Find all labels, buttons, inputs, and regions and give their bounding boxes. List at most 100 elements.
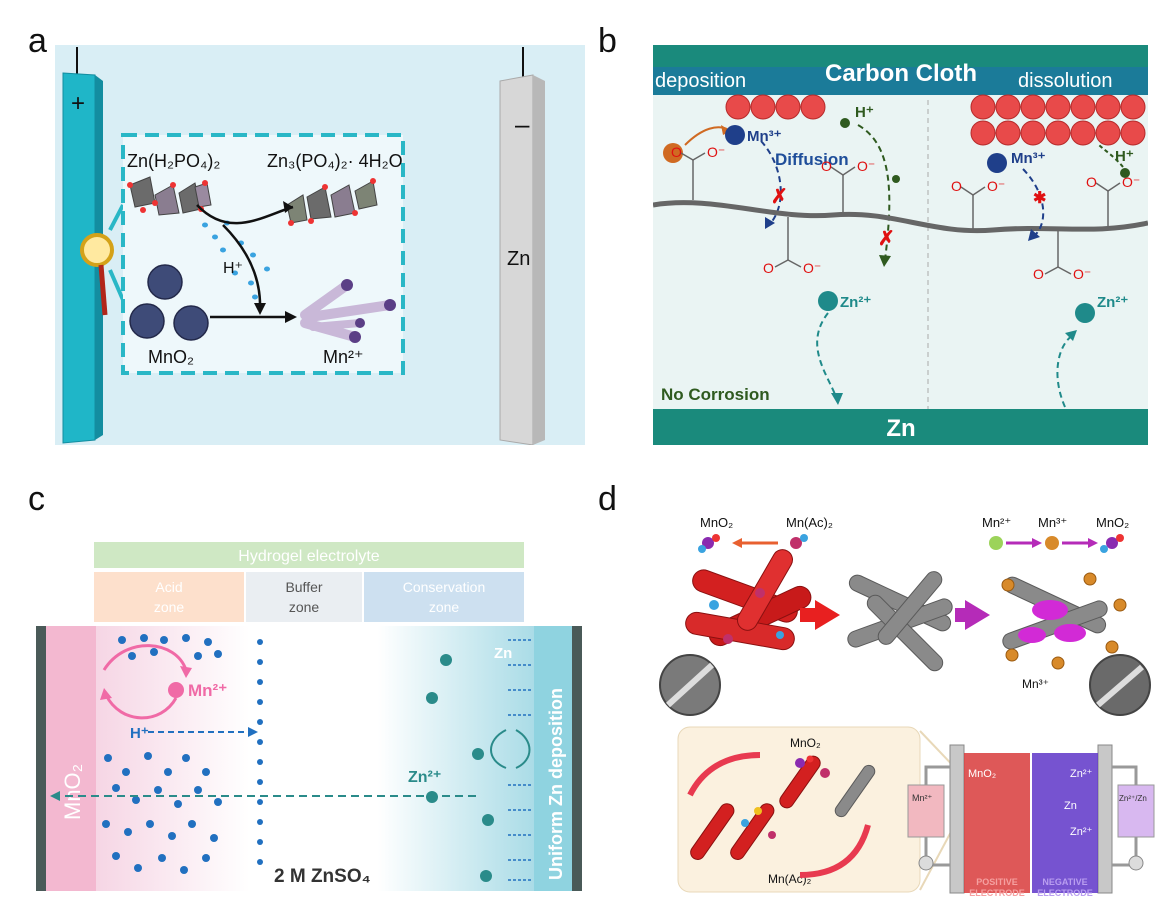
mn3-label-left: Mn³⁺ (747, 128, 782, 145)
conservation-zone-label-2: zone (429, 599, 460, 615)
proton-path-left (857, 124, 891, 261)
mn3-label-right: Mn³⁺ (1011, 150, 1046, 167)
deposition-label: deposition (655, 70, 746, 92)
mn2-ion-streaks (300, 279, 396, 343)
buffer-zone-label-1: Buffer (285, 579, 322, 595)
svg-text:O: O (951, 178, 962, 194)
phosphate-chain-right (286, 178, 378, 226)
zn-bottom-label: Zn (886, 415, 915, 442)
inset-curve-arrow-left (687, 752, 761, 797)
mn2-label: Mn²⁺ (188, 681, 227, 700)
buffer-zone-label-2: zone (289, 599, 320, 615)
diffusion-arrowhead-right (1028, 229, 1040, 241)
carbon-cloth-bar-inner (653, 67, 1148, 95)
zn3po4-label: Zn₃(PO₄)₂· 4H₂O (267, 151, 403, 171)
panel-d-schematic: MnO₂ Mn(Ac)₂ Mn²⁺ Mn³⁺ MnO₂ (650, 505, 1160, 900)
mn3-dot (1045, 536, 1059, 550)
zn-electrode-label: Zn (507, 248, 530, 270)
diffusion-arrowhead-left (765, 217, 775, 229)
zn-h2po4-label: Zn(H₂PO₄)₂ (127, 151, 220, 171)
conservation-zone-label-1: Conservation (403, 579, 486, 595)
svg-text:O⁻: O⁻ (857, 158, 875, 174)
proton-arrow (222, 224, 262, 311)
acid-zone-header (94, 572, 244, 622)
svg-text:O⁻: O⁻ (987, 178, 1005, 194)
block-mark-left: ✗ (771, 186, 788, 208)
mn3-right-label: Mn³⁺ (1038, 515, 1067, 530)
inset-curve-arrow-right (799, 824, 871, 878)
minus-sign: – (515, 109, 530, 139)
zn-migration-arrowhead (50, 791, 60, 801)
inset-red-rods (690, 755, 821, 860)
proton-sphere-left (840, 118, 850, 128)
sem-fiber-right (1096, 664, 1144, 708)
panel-a-schematic: + – Zn Zn(H₂PO₄)₂ Zn₃(PO₄)₂· 4H₂O (55, 45, 585, 445)
gray-fiber-bundle (847, 571, 953, 672)
mn3-below-label: Mn³⁺ (1022, 677, 1049, 691)
svg-text:O⁻: O⁻ (1122, 174, 1140, 190)
dissolution-label: dissolution (1018, 70, 1113, 92)
panel-a-letter: a (28, 22, 47, 60)
zn-arrowhead-right (1065, 330, 1077, 341)
flow-cell-frame-right (1097, 744, 1113, 894)
arrowhead-mn2-mn3 (1032, 538, 1042, 548)
top-arrowhead-left (732, 538, 742, 548)
proton-label-right: H⁺ (1115, 148, 1134, 165)
zn-path-left (816, 312, 837, 398)
conservation-zone-header (364, 572, 524, 622)
inset-ions (741, 755, 830, 839)
zn2-ion-dots (426, 654, 494, 882)
positive-electrode-label-2: ELECTRODE (969, 888, 1025, 898)
carbon-cloth-label: Carbon Cloth (825, 60, 977, 87)
cell-zn2-b-label: Zn²⁺ (1070, 826, 1093, 838)
uniform-zn-label: Uniform Zn deposition (546, 688, 566, 880)
sem-fiber-left (665, 662, 715, 708)
orange-mn3-spheres (1001, 572, 1127, 670)
magnifier-icon (80, 233, 114, 316)
cell-zn-label: Zn (1064, 800, 1077, 812)
hydrogel-label: Hydrogel electrolyte (238, 548, 380, 565)
svg-text:O⁻: O⁻ (707, 144, 725, 160)
zn-arrowhead-left (831, 393, 843, 405)
svg-text:O: O (1033, 266, 1044, 282)
acid-zone-label-2: zone (154, 599, 185, 615)
cell-zn2-a-label: Zn²⁺ (1070, 768, 1093, 780)
zn2-mid-label: Zn²⁺ (408, 769, 441, 786)
proton-label: H⁺ (130, 725, 149, 742)
proton-arrowhead-left (879, 255, 891, 267)
conversion-arrow (196, 204, 294, 225)
hydrogel-header (94, 542, 524, 568)
big-magenta-arrow (955, 600, 990, 630)
plus-sign: + (71, 90, 85, 117)
proton-label-left: H⁺ (855, 104, 874, 121)
zn-path-right (1056, 334, 1074, 408)
negative-electrode (499, 74, 534, 445)
zn2-sphere-right (1075, 303, 1095, 323)
mno2-cathode-label: MnO₂ (60, 764, 85, 820)
pump-left (918, 855, 934, 871)
acid-zone-label-1: Acid (155, 579, 182, 595)
electrolyte-label: 2 M ZnSO₄ (274, 866, 371, 887)
positive-electrode-label-1: POSITIVE (976, 877, 1018, 887)
zn-top-label: Zn (494, 645, 512, 662)
mno2-label: MnO₂ (148, 347, 194, 367)
negative-electrode-face (533, 75, 545, 445)
zn-cycle-arrow-2 (515, 729, 531, 769)
mno2-nanoflowers (129, 264, 209, 341)
mn-cycle-arrow-bottom (104, 694, 178, 720)
zn-cycle-arrow (490, 729, 507, 769)
red-bundle-ions (709, 588, 784, 644)
svg-text:O: O (1086, 174, 1097, 190)
tank-right (1117, 784, 1155, 838)
mn2-dot (989, 536, 1003, 550)
negative-electrode-label-1: NEGATIVE (1042, 877, 1087, 887)
proton-label: H⁺ (223, 260, 243, 277)
reduction-arrowhead (285, 311, 297, 323)
positive-electrode-chamber (964, 753, 1030, 893)
svg-text:O: O (671, 144, 682, 160)
carboxylate-groups (680, 152, 1121, 275)
svg-text:O: O (763, 260, 774, 276)
mn2-sphere-orange (663, 143, 683, 163)
block-mark-right: ✱ (1033, 190, 1046, 207)
